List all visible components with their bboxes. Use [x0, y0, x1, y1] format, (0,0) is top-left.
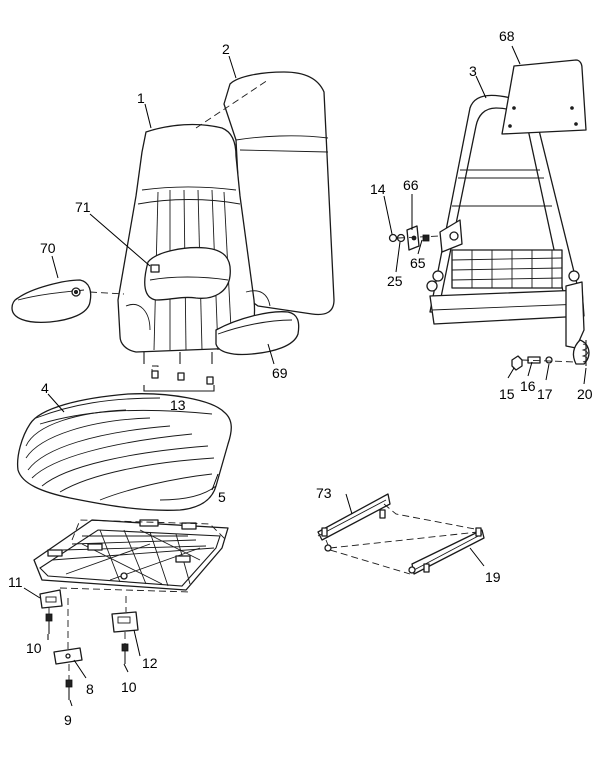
- right-armrest: [215, 311, 300, 356]
- callout-12: 12: [142, 655, 158, 671]
- callout-71: 71: [75, 199, 91, 215]
- seat-back-frame: [426, 94, 585, 349]
- callout-17: 17: [537, 386, 553, 402]
- seat-pan-frame: [33, 519, 229, 593]
- head-plate: [501, 59, 587, 135]
- recliner-hardware: [511, 339, 590, 371]
- callout-3: 3: [469, 63, 477, 79]
- callout-8: 8: [86, 681, 94, 697]
- callout-2: 2: [222, 41, 230, 57]
- bracket-12: [111, 611, 139, 633]
- bracket-11: [39, 589, 63, 609]
- callout-10-right: 10: [121, 679, 137, 695]
- screw-10-left: [45, 613, 53, 634]
- callout-16: 16: [520, 378, 536, 394]
- bracket-8: [53, 647, 83, 665]
- callout-68: 68: [499, 28, 515, 44]
- callout-65: 65: [410, 255, 426, 271]
- callout-70: 70: [40, 240, 56, 256]
- clips: [143, 365, 215, 392]
- lumbar-support: [144, 246, 231, 301]
- seat-cushion: [16, 393, 232, 511]
- leader-lines: [23, 45, 587, 707]
- callout-25: 25: [387, 273, 403, 289]
- callout-66: 66: [403, 177, 419, 193]
- callout-4: 4: [41, 380, 49, 396]
- callout-9: 9: [64, 712, 72, 728]
- seat-back-cover: [223, 71, 335, 316]
- callout-labels: 1 2 3 68 71 70 69 13 4 5 14 66 25 65 15 …: [8, 28, 593, 728]
- callout-11: 11: [8, 574, 23, 590]
- seat-tracks: [317, 493, 485, 575]
- callout-69: 69: [272, 365, 288, 381]
- callout-15: 15: [499, 386, 515, 402]
- callout-20: 20: [577, 386, 593, 402]
- callout-10-left: 10: [26, 640, 42, 656]
- callout-13: 13: [170, 397, 186, 413]
- callout-19: 19: [485, 569, 501, 585]
- callout-14: 14: [370, 181, 386, 197]
- callout-73: 73: [316, 485, 332, 501]
- pivot-hardware: [388, 225, 441, 251]
- callout-5: 5: [218, 489, 226, 505]
- callout-1: 1: [137, 90, 145, 106]
- screw-9: [65, 679, 73, 700]
- screw-10-right: [121, 643, 129, 664]
- left-armrest: [11, 279, 92, 324]
